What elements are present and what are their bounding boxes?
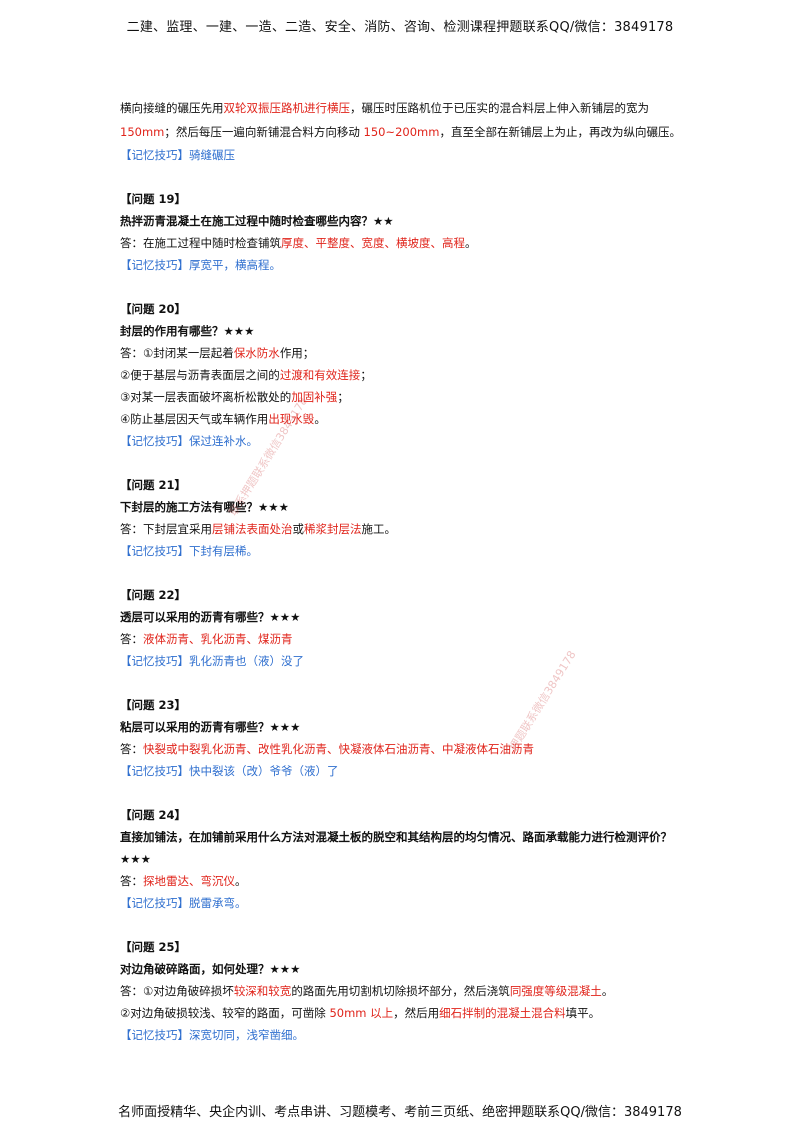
intro-text: 横向接缝的碾压先用 [120, 101, 224, 115]
memory-tip: 【记忆技巧】脱雷承弯。 [120, 896, 247, 910]
answer-highlight: 探地雷达、弯沉仪 [143, 874, 235, 888]
answer-line: ②便于基层与沥青表面层之间的过渡和有效连接； [120, 364, 695, 386]
answer-text: ； [337, 390, 349, 404]
intro-highlight: 双轮双振压路机进行横压 [223, 101, 351, 115]
answer-text: ③对某一层表面破坏离析松散处的 [120, 390, 292, 404]
answer-highlight: 层铺法表面处治 [212, 522, 293, 536]
page-header: 二建、监理、一建、一造、二造、安全、消防、咨询、检测课程押题联系QQ/微信：38… [126, 20, 674, 35]
question-text: 热拌沥青混凝土在施工过程中随时检查哪些内容？★★ [120, 214, 394, 228]
question-text: 封层的作用有哪些？★★★ [120, 324, 255, 338]
document-body: 横向接缝的碾压先用双轮双振压路机进行横压，碾压时压路机位于已压实的混合料层上伸入… [120, 96, 695, 1046]
question-number: 【问题 24】 [120, 808, 187, 822]
question-number: 【问题 23】 [120, 698, 187, 712]
question-number: 【问题 20】 [120, 302, 187, 316]
answer-line: ④防止基层因天气或车辆作用出现水毁。 [120, 408, 695, 430]
intro-highlight: 150mm [120, 125, 165, 139]
answer-line: ③对某一层表面破坏离析松散处的加固补强； [120, 386, 695, 408]
answer-highlight: 较深和较宽 [233, 984, 292, 998]
answer-text: ②对边角破损较浅、较窄的路面，可凿除 [120, 1006, 330, 1020]
answer-line: 答：①封闭某一层起着保水防水作用； [120, 342, 695, 364]
question-text: 粘层可以采用的沥青有哪些？★★★ [120, 720, 301, 734]
question-text: 下封层的施工方法有哪些？★★★ [120, 500, 289, 514]
answer-text: 施工。 [361, 522, 397, 536]
answer: 答：下封层宜采用层铺法表面处治或稀浆封层法施工。 [120, 518, 695, 540]
answer: 答：快裂或中裂乳化沥青、改性乳化沥青、快凝液体石油沥青、中凝液体石油沥青 [120, 738, 695, 760]
answer-highlight: 加固补强 [291, 390, 338, 404]
answer-text: ②便于基层与沥青表面层之间的 [120, 368, 280, 382]
memory-tip: 【记忆技巧】乳化沥青也（液）没了 [120, 654, 304, 668]
answer-text: 答：①对边角破碎损坏 [120, 984, 234, 998]
question-text: 直接加铺法，在加铺前采用什么方法对混凝土板的脱空和其结构层的均匀情况、路面承载能… [120, 830, 672, 866]
answer-text: 答：下封层宜采用 [120, 522, 212, 536]
answer-highlight: 保水防水 [233, 346, 280, 360]
question-text: 透层可以采用的沥青有哪些？★★★ [120, 610, 301, 624]
answer-text: 。 [314, 412, 326, 426]
intro-paragraph: 横向接缝的碾压先用双轮双振压路机进行横压，碾压时压路机位于已压实的混合料层上伸入… [120, 96, 695, 144]
answer-text: ，然后用 [393, 1006, 440, 1020]
intro-highlight: 150~200mm [363, 125, 440, 139]
memory-tip: 【记忆技巧】骑缝碾压 [120, 148, 235, 162]
answer-highlight: 快裂或中裂乳化沥青、改性乳化沥青、快凝液体石油沥青、中凝液体石油沥青 [143, 742, 534, 756]
question-number: 【问题 19】 [120, 192, 187, 206]
answer-text: 答：①封闭某一层起着 [120, 346, 234, 360]
answer: 答：在施工过程中随时检查铺筑厚度、平整度、宽度、横坡度、高程。 [120, 232, 695, 254]
answer-text: 答： [120, 874, 143, 888]
answer-highlight: 同强度等级混凝土 [509, 984, 602, 998]
answer-highlight: 过渡和有效连接 [279, 368, 361, 382]
memory-tip: 【记忆技巧】下封有层稀。 [120, 544, 258, 558]
answer-text: 。 [235, 874, 247, 888]
answer-highlight: 稀浆封层法 [304, 522, 362, 536]
answer-text: 答： [120, 632, 143, 646]
answer-highlight: 液体沥青、乳化沥青、煤沥青 [143, 632, 293, 646]
question-number: 【问题 25】 [120, 940, 187, 954]
answer: 答：探地雷达、弯沉仪。 [120, 870, 695, 892]
answer-highlight: 细石拌制的混凝土混合料 [439, 1006, 566, 1020]
answer-line: ②对边角破损较浅、较窄的路面，可凿除 50mm 以上，然后用细石拌制的混凝土混合… [120, 1002, 695, 1024]
answer-text: 或 [292, 522, 305, 536]
memory-tip: 【记忆技巧】快中裂该（改）爷爷（液）了 [120, 764, 339, 778]
question-text: 对边角破碎路面，如何处理？★★★ [120, 962, 301, 976]
answer-highlight: 50mm 以上 [329, 1006, 394, 1020]
intro-text: ，碾压时压路机位于已压实的混合料层上伸入新铺层的宽为 [350, 101, 649, 115]
answer-text: 。 [465, 236, 477, 250]
answer-text: ④防止基层因天气或车辆作用 [120, 412, 269, 426]
answer-text: 作用； [279, 346, 315, 360]
intro-text: ；然后每压一遍向新铺混合料方向移动 [164, 125, 364, 139]
answer-highlight: 出现水毁 [268, 412, 315, 426]
question-number: 【问题 22】 [120, 588, 187, 602]
answer-text: ； [360, 368, 372, 382]
answer: 答：液体沥青、乳化沥青、煤沥青 [120, 628, 695, 650]
answer-highlight: 厚度、平整度、宽度、横坡度、高程 [281, 236, 465, 250]
memory-tip: 【记忆技巧】深宽切同，浅窄凿细。 [120, 1028, 304, 1042]
page-footer: 名师面授精华、央企内训、考点串讲、习题模考、考前三页纸、绝密押题联系QQ/微信：… [118, 1105, 682, 1120]
memory-tip: 【记忆技巧】厚宽平，横高程。 [120, 258, 281, 272]
answer-text: 填平。 [565, 1006, 601, 1020]
answer-text: 的路面先用切割机切除损坏部分，然后浇筑 [291, 984, 510, 998]
answer-text: 答： [120, 742, 143, 756]
answer-text: 答：在施工过程中随时检查铺筑 [120, 236, 281, 250]
memory-tip: 【记忆技巧】保过连补水。 [120, 434, 258, 448]
answer-line: 答：①对边角破碎损坏较深和较宽的路面先用切割机切除损坏部分，然后浇筑同强度等级混… [120, 980, 695, 1002]
answer-text: 。 [601, 984, 614, 998]
intro-text: ，直至全部在新铺层上为止，再改为纵向碾压。 [439, 125, 681, 139]
question-number: 【问题 21】 [120, 478, 187, 492]
